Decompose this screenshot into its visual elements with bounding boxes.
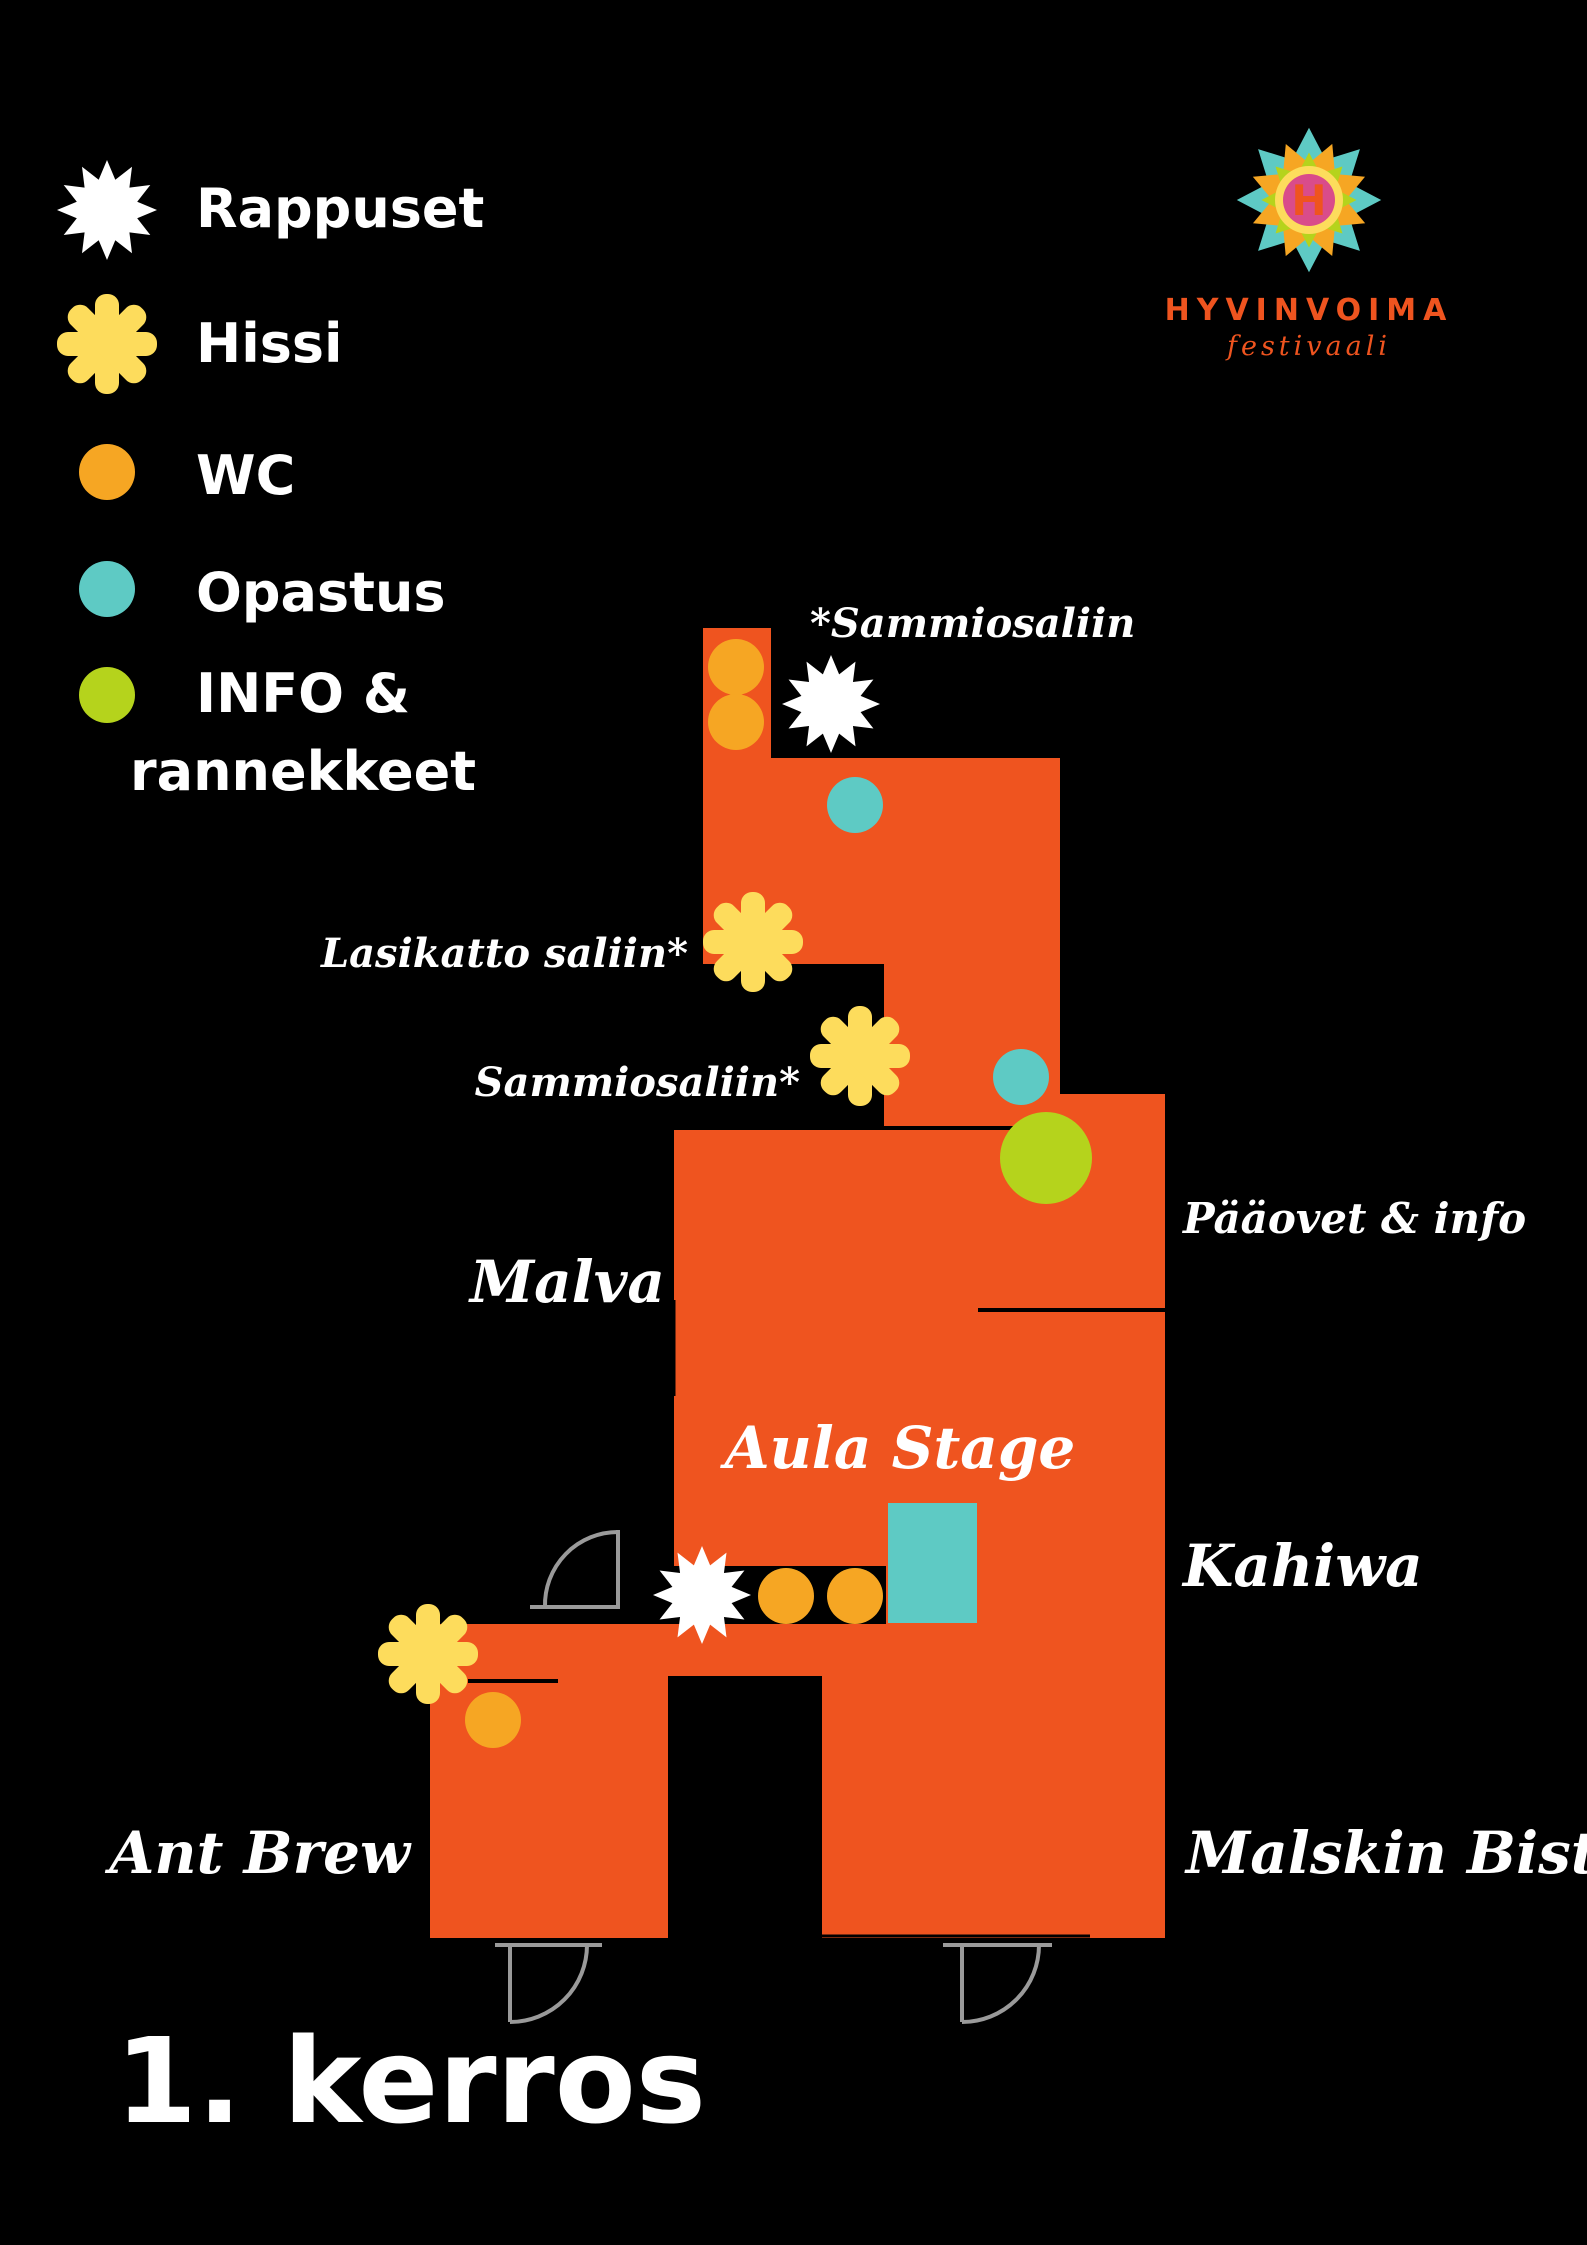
elevator-marker (378, 1604, 478, 1704)
legend-info-label-line2: rannekkeet (130, 740, 476, 803)
mandala-icon: H (1236, 127, 1382, 273)
elevator-marker (810, 1006, 910, 1106)
info-marker (1000, 1112, 1092, 1204)
label-sammiosaliin-top: *Sammiosaliin (810, 600, 1135, 647)
label-sammiosaliin-mid: Sammiosaliin* (475, 1059, 800, 1106)
label-malva: Malva (468, 1248, 665, 1316)
legend-elevator: Hissi (57, 294, 343, 394)
legend-guidance-label: Opastus (196, 561, 446, 624)
guidance-marker (993, 1049, 1049, 1105)
info-icon (79, 667, 135, 723)
floor-plan (378, 628, 1165, 2024)
legend-wc-label: WC (196, 444, 295, 507)
door-icon (530, 1530, 620, 1609)
festival-logo: H HYVINVOIMA festivaali (1165, 127, 1454, 362)
elevator-icon (57, 294, 157, 394)
wc-marker (827, 1568, 883, 1624)
wc-marker (708, 639, 764, 695)
floor-title: 1. kerros (115, 2012, 706, 2150)
legend-elevator-label: Hissi (196, 312, 343, 375)
wc-marker (708, 694, 764, 750)
door-icon (943, 1943, 1052, 2024)
label-lasikatto-saliin: Lasikatto saliin* (320, 930, 688, 977)
place-labels: *Sammiosaliin Lasikatto saliin* Sammiosa… (104, 600, 1587, 1887)
wc-marker (758, 1568, 814, 1624)
label-paaovet-info: Pääovet & info (1182, 1194, 1526, 1243)
stage-block (888, 1503, 977, 1623)
door-icon (495, 1943, 602, 2024)
elevator-marker (703, 892, 803, 992)
label-malskin-bistro: Malskin Bistro (1184, 1819, 1587, 1887)
logo-brand-name: HYVINVOIMA (1165, 293, 1454, 328)
legend-wc: WC (79, 444, 295, 507)
label-aula-stage: Aula Stage (720, 1414, 1076, 1482)
label-ant-brew: Ant Brew (104, 1819, 412, 1887)
legend-stairs: Rappuset (57, 160, 484, 260)
wc-marker (465, 1692, 521, 1748)
guidance-icon (79, 561, 135, 617)
legend-stairs-label: Rappuset (196, 177, 484, 240)
legend-info-label-line1: INFO & (196, 662, 410, 725)
label-kahiwa: Kahiwa (1181, 1532, 1423, 1600)
legend-guidance: Opastus (79, 561, 446, 624)
logo-letter: H (1291, 176, 1326, 225)
wc-icon (79, 444, 135, 500)
guidance-marker (827, 777, 883, 833)
legend-info: INFO & rannekkeet (79, 662, 476, 803)
legend: Rappuset Hissi WC Opastus INFO & rannekk… (57, 160, 484, 803)
logo-brand-sub: festivaali (1225, 331, 1391, 362)
